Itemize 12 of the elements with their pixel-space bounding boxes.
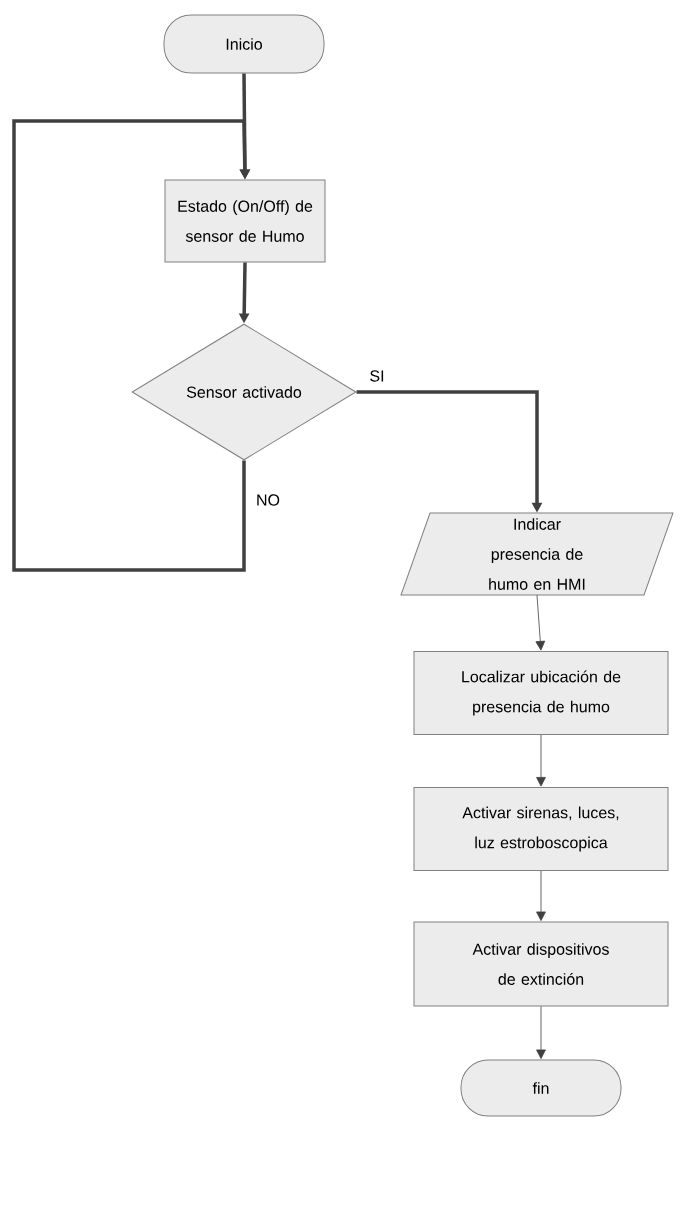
process-box: Estado (On/Off) de sensor de Humo [164, 179, 326, 263]
arrow [12, 119, 251, 572]
arrow [536, 734, 546, 787]
edge-label: SI [368, 369, 386, 383]
edge-label: NO [255, 493, 281, 507]
arrow [536, 1006, 546, 1059]
arrow [536, 870, 546, 921]
arrow [535, 594, 546, 651]
process-box: Activar sirenas, luces, luz estroboscopica [413, 787, 669, 871]
process-box: Activar dispositivos de extinción [413, 921, 669, 1007]
data-parallelogram: Indicar presencia de humo en HMI [400, 512, 674, 596]
process-box: Localizar ubicación de presencia de humo [413, 651, 669, 735]
